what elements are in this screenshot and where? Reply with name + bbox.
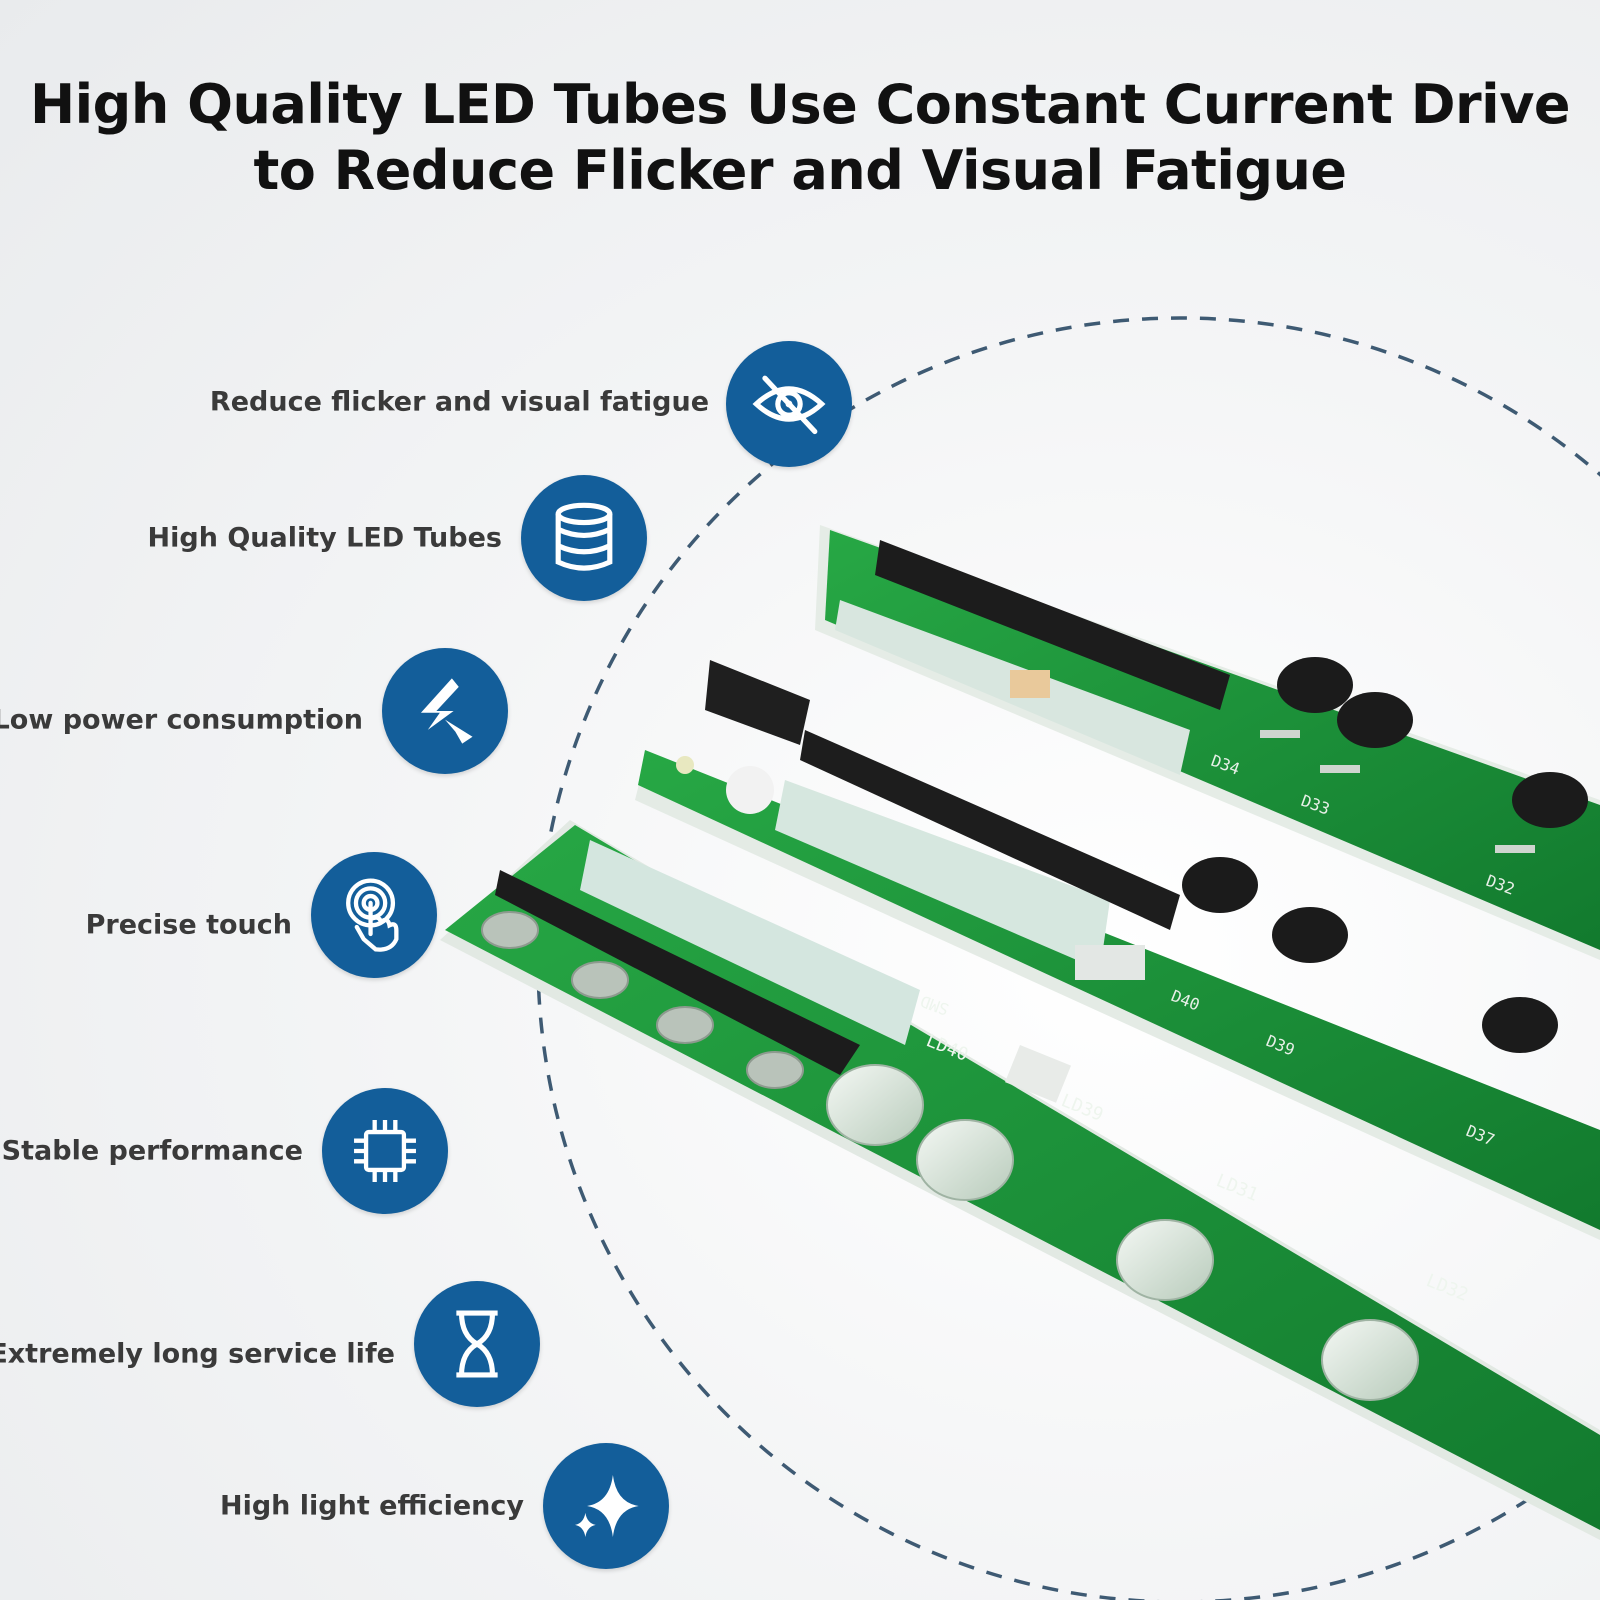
middle-board: D40 D39 D37 [635,660,1600,1240]
feature-label-stable-performance: Stable performance [1,1135,303,1167]
lightning-arrow-icon [382,648,508,774]
front-board: LD40 LD39 LD31 LD32 SMD [440,820,1600,1540]
feature-label-precise-touch: Precise touch [85,909,292,941]
label-ld31: LD31 [1213,1170,1261,1206]
chip-icon [322,1088,448,1214]
label-smd: SMD [918,991,952,1019]
eye-slash-icon [726,341,852,467]
feature-label-light-efficiency: High light efficiency [220,1490,524,1522]
page-title: High Quality LED Tubes Use Constant Curr… [0,72,1600,204]
title-line-2: to Reduce Flicker and Visual Fatigue [253,139,1347,202]
feature-label-reduce-flicker: Reduce flicker and visual fatigue [209,386,709,418]
feature-label-high-quality: High Quality LED Tubes [147,522,502,554]
feature-label-long-life: Extremely long service life [0,1338,395,1370]
sparkle-icon [543,1443,669,1569]
feature-label-low-power: Low power consumption [0,704,363,736]
hourglass-icon [414,1281,540,1407]
title-line-1: High Quality LED Tubes Use Constant Curr… [29,73,1571,136]
top-board: D34 D33 D32 [815,525,1600,960]
label-ld32: LD32 [1423,1270,1471,1306]
circuit-boards-photo: D34 D33 D32 D40 D39 D37 [440,525,1600,1540]
database-stack-icon [521,475,647,601]
touch-hand-icon [311,852,437,978]
